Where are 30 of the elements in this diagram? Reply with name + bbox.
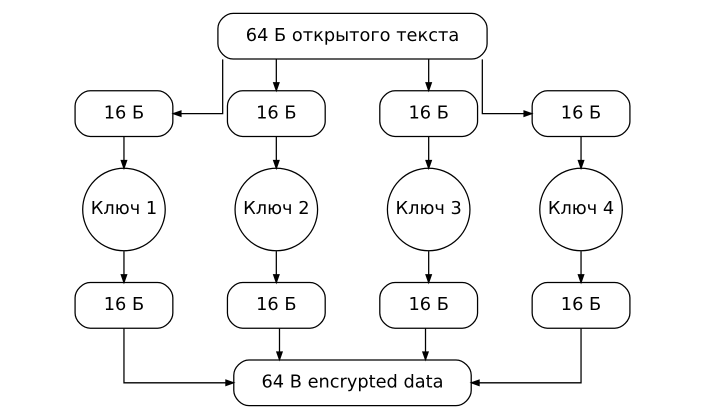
arrow [123,328,236,386]
node-box: 16 Б [74,282,174,329]
node-box: 16 Б [532,90,631,138]
node-box: 16 Б [379,282,478,329]
node-box: 16 Б [226,90,326,138]
node-circle: Ключ 3 [386,168,471,252]
node-box: 16 Б [226,282,326,329]
node-box: 16 Б [74,90,174,138]
node-box: 16 Б [379,90,478,138]
arrow [425,59,432,92]
arrow [272,136,280,170]
arrow [272,251,280,284]
arrow [577,136,585,170]
arrow [120,251,128,284]
node-circle: Ключ 1 [82,168,166,252]
arrow [272,59,280,92]
node-circle: Ключ 4 [539,168,623,252]
node-box: 64 Б открытого текста [217,12,488,60]
arrow [422,328,430,362]
arrow [482,59,534,118]
node-box: 16 Б [532,282,631,329]
arrow [577,251,585,284]
arrow [470,328,582,386]
node-box: 64 B encrypted data [233,359,472,406]
arrow [425,136,432,170]
arrow [425,251,432,284]
arrow [120,136,128,170]
arrow [171,59,224,118]
arrow [276,328,284,362]
node-circle: Ключ 2 [234,168,318,252]
